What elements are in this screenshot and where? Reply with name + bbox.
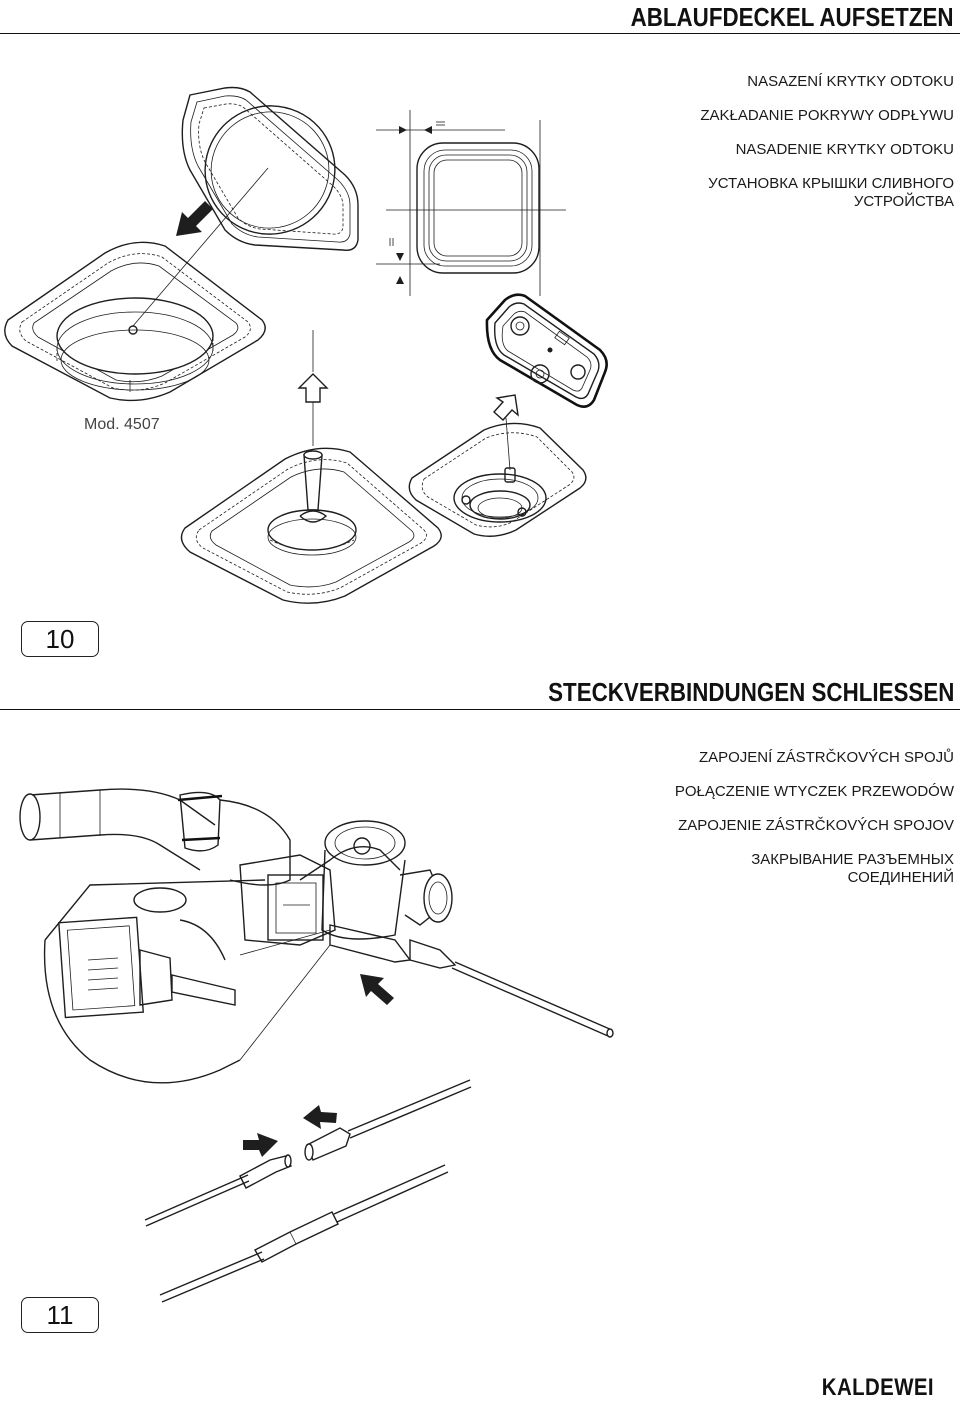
step-number-10: 10 [21,621,99,657]
frame-gap-detail [376,110,566,296]
hollow-arrow-icon [493,394,519,421]
drain-pipe [19,788,401,886]
translation-cs: NASAZENÍ KRYTKY ODTOKU [747,73,954,90]
heading-rule [0,709,960,710]
pointer-arrow-icon [360,974,394,1005]
plug-connection-separated [144,1079,472,1227]
translation-ru: УСТАНОВКА КРЫШКИ СЛИВНОГО УСТРОЙСТВА [708,175,954,210]
drain-cover-illustration [4,86,608,604]
pointer-arrow-icon [243,1133,278,1157]
translation-list-connectors: ZAPOJENÍ ZÁSTRČKOVÝCH SPOJŮ POŁĄCZENIE W… [614,749,954,887]
drain-tray-with-cover [4,167,269,402]
translation-list-cover: NASAZENÍ KRYTKY ODTOKU ZAKŁADANIE POKRYW… [624,73,954,211]
pointer-arrow-icon [303,1105,337,1129]
lifted-cover [181,86,359,251]
translation-ru: ЗАКРЫВАНИЕ РАЗЪЕМНЫХ СОЕДИНЕНИЙ [751,851,954,886]
magnified-detail [43,879,331,1084]
model-label: Mod. 4507 [84,416,160,433]
translation-sk: NASADENIE KRYTKY ODTOKU [735,141,954,158]
drain-tray-plunger [180,447,442,604]
siphon-body [239,820,453,946]
translation-cs: ZAPOJENÍ ZÁSTRČKOVÝCH SPOJŮ [698,749,954,766]
electrical-cable [329,924,614,1038]
hollow-arrow-icon [297,373,329,403]
translation-pl: ZAKŁADANIE POKRYWY ODPŁYWU [700,107,954,124]
section-heading-connectors: STECKVERBINDUNGEN SCHLIESSEN [547,677,954,707]
translation-sk: ZAPOJENIE ZÁSTRČKOVÝCH SPOJOV [678,817,954,834]
section-heading-cover: ABLAUFDECKEL AUFSETZEN [631,2,954,32]
cover-underside [485,293,608,408]
translation-pl: POŁĄCZENIE WTYCZEK PRZEWODÓW [674,783,954,800]
step-number-11: 11 [21,1297,99,1333]
heading-rule [0,33,960,34]
pointer-arrow-icon [176,201,213,236]
drain-tray-strainer [408,422,587,537]
brand-logo: KALDEWEI [821,1374,934,1401]
plug-connection-joined [159,1164,449,1303]
